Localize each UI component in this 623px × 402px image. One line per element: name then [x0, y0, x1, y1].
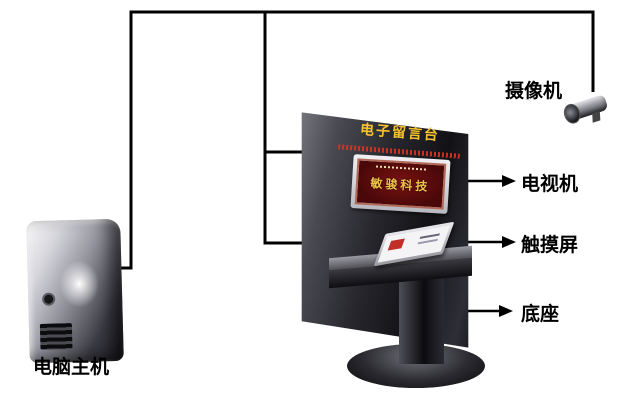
label-camera: 摄像机 [505, 81, 563, 102]
computer-tower-highlight [51, 250, 108, 318]
computer-drive-bays [40, 323, 73, 351]
camera-mount [592, 111, 601, 123]
wire-computer-to-camera [112, 10, 595, 270]
label-base: 底座 [521, 304, 560, 325]
tv-display: 敏骏科技 [354, 158, 447, 210]
label-computer: 电脑主机 [33, 357, 110, 378]
tv-screen-text: 敏骏科技 [370, 175, 431, 194]
wire-trunk-to-touchscreen [263, 12, 304, 245]
label-tv: 电视机 [521, 174, 579, 195]
computer-tower [26, 218, 124, 364]
computer-power-button-icon [44, 294, 54, 304]
tv-screen: 敏骏科技 [350, 154, 451, 214]
label-touchscreen: 触摸屏 [521, 235, 579, 256]
kiosk-pedestal [399, 278, 444, 364]
